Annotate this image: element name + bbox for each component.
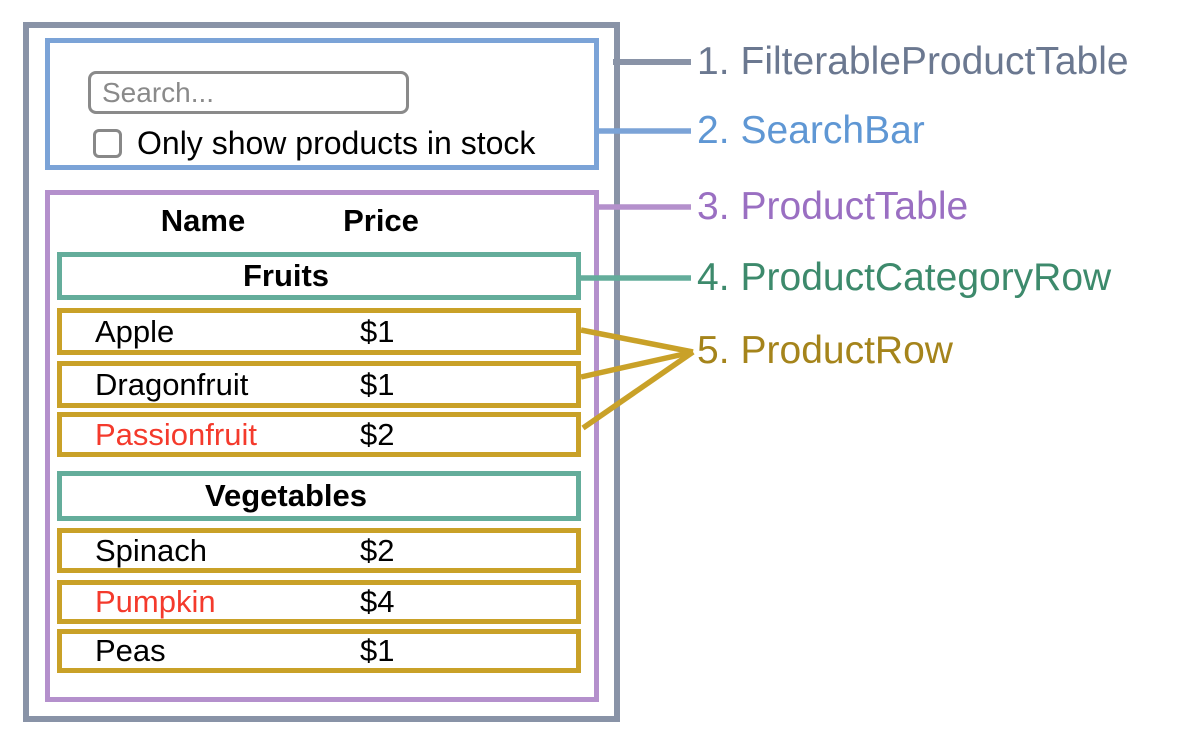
product-row-passionfruit: Passionfruit $2 [57, 412, 581, 457]
legend-product-category-row: 4.ProductCategoryRow [697, 254, 1111, 302]
legend-filterable-product-table: 1.FilterableProductTable [697, 38, 1129, 86]
product-row-peas: Peas $1 [57, 629, 581, 673]
legend-label: ProductCategoryRow [740, 256, 1112, 299]
legend-product-row: 5.ProductRow [697, 327, 953, 375]
product-name: Apple [95, 313, 175, 349]
product-row-pumpkin: Pumpkin $4 [57, 580, 581, 624]
legend-number: 4. [697, 256, 730, 299]
product-row-dragonfruit: Dragonfruit $1 [57, 361, 581, 408]
legend-number: 3. [697, 185, 730, 228]
legend-search-bar: 2.SearchBar [697, 107, 925, 155]
legend-number: 2. [697, 109, 730, 152]
product-price: $2 [360, 416, 395, 452]
product-price: $2 [360, 532, 395, 568]
product-row-apple: Apple $1 [57, 308, 581, 355]
in-stock-checkbox-label: Only show products in stock [137, 125, 536, 161]
in-stock-checkbox[interactable] [93, 129, 122, 158]
product-name: Spinach [95, 532, 208, 568]
product-name-out-of-stock: Passionfruit [95, 416, 257, 452]
product-price: $4 [360, 584, 395, 619]
legend-label: SearchBar [740, 109, 925, 152]
legend-label: ProductRow [740, 329, 953, 372]
search-input[interactable] [88, 71, 409, 114]
legend-number: 5. [697, 329, 730, 372]
product-table-box [45, 190, 599, 702]
category-row-vegetables: Vegetables [57, 471, 581, 521]
category-label: Fruits [242, 258, 330, 293]
category-row-fruits: Fruits [57, 252, 581, 300]
product-name: Peas [95, 633, 166, 668]
search-bar-box [45, 38, 599, 170]
legend-number: 1. [697, 40, 730, 83]
product-row-spinach: Spinach $2 [57, 528, 581, 573]
product-name: Dragonfruit [95, 366, 249, 402]
legend-label: ProductTable [740, 185, 969, 228]
legend-product-table: 3.ProductTable [697, 183, 968, 231]
product-price: $1 [360, 366, 395, 402]
legend-label: FilterableProductTable [740, 40, 1129, 83]
product-price: $1 [360, 313, 395, 349]
category-label: Vegetables [205, 478, 367, 513]
column-header-price: Price [343, 203, 419, 238]
column-header-name: Name [160, 203, 246, 238]
product-name-out-of-stock: Pumpkin [95, 584, 216, 619]
product-price: $1 [360, 633, 395, 668]
